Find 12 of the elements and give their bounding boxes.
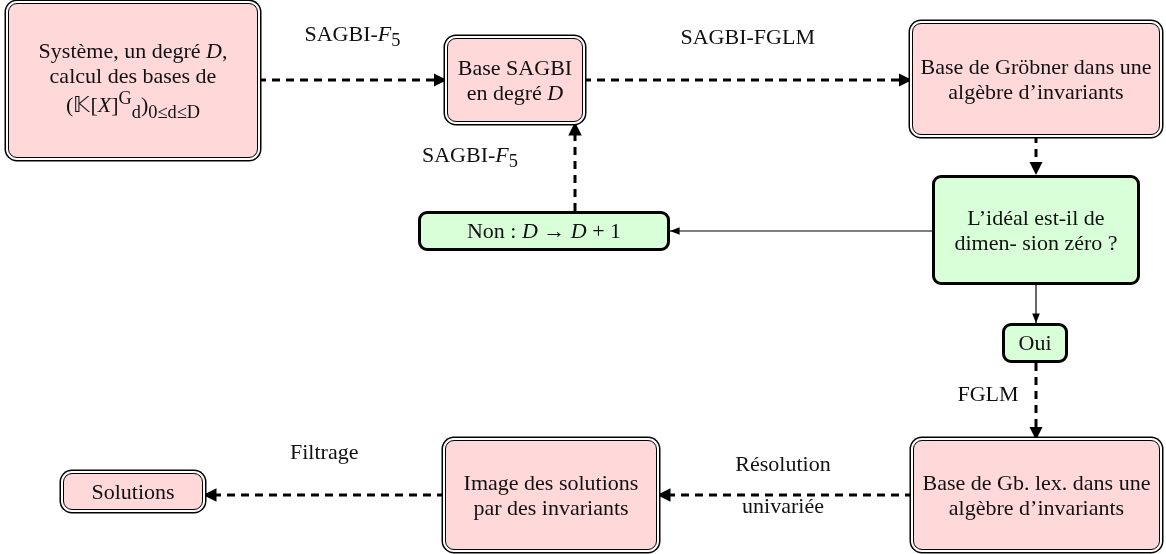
arrow bbox=[669, 227, 933, 235]
decision-box: L’idéal est-il de dimen- sion zéro ? bbox=[932, 175, 1140, 285]
process-box: Image des solutions par des invariants bbox=[445, 440, 657, 550]
decision-box: Non : D → D + 1 bbox=[418, 211, 670, 251]
edge-label: Résolution univariée bbox=[734, 450, 832, 520]
process-box: Solutions bbox=[63, 473, 203, 510]
process-box: Base de Gröbner dans une algèbre d’invariants bbox=[912, 23, 1160, 135]
decision-box: Oui bbox=[1002, 323, 1068, 363]
process-box: Base de Gb. lex. dans une algèbre d’invariants bbox=[913, 440, 1160, 550]
process-box: Base SAGBI en degré D bbox=[447, 38, 583, 122]
arrow bbox=[1032, 284, 1040, 324]
process-box: Système, un degré D, calcul des bases de (𝕂[X]$^{G}$$_{d}$)$_{0≤d≤D}$ bbox=[8, 3, 258, 158]
